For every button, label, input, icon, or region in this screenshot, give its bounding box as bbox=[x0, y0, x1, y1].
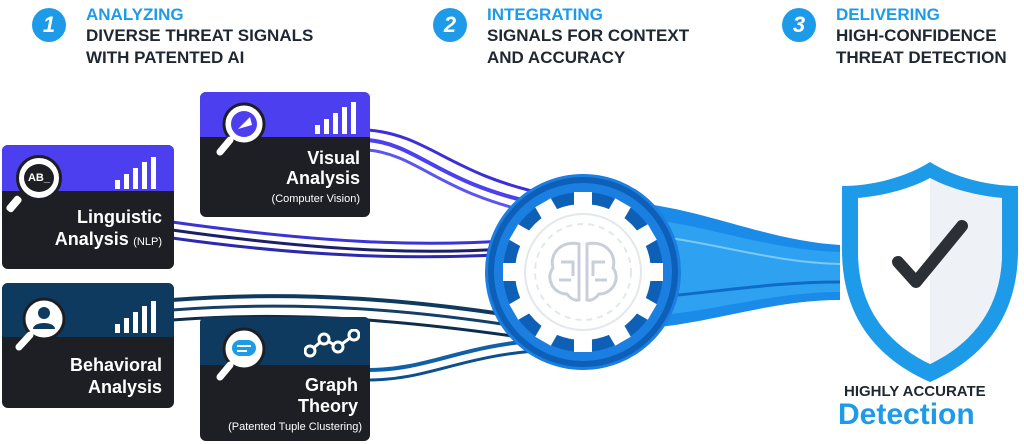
card-subtitle: (Patented Tuple Clustering) bbox=[228, 421, 362, 433]
person-magnifier-icon bbox=[15, 297, 66, 351]
brain-icon bbox=[548, 241, 618, 302]
step-line: SIGNALS FOR CONTEXT bbox=[487, 26, 690, 45]
magnifier-handle bbox=[5, 194, 23, 214]
gear-icon bbox=[485, 174, 681, 370]
card-title: Analysis bbox=[87, 377, 162, 397]
step-number-badge: 3 bbox=[782, 8, 816, 42]
card-title: Visual bbox=[307, 148, 360, 168]
linguistic-analysis-card: AB_ Linguistic Analysis (NLP) bbox=[2, 145, 174, 269]
step-heading: INTEGRATING bbox=[487, 5, 603, 24]
step-line: AND ACCURACY bbox=[487, 48, 626, 67]
graph-nodes-icon bbox=[304, 329, 360, 358]
step-number-badge: 2 bbox=[433, 8, 467, 42]
shield-icon bbox=[842, 162, 1018, 382]
signal-bars-icon bbox=[115, 157, 160, 189]
checkmark-icon bbox=[892, 220, 968, 288]
text-magnifier-icon: AB_ bbox=[16, 155, 62, 201]
step-number-badge: 1 bbox=[32, 8, 66, 42]
visual-analysis-card: Visual Analysis (Computer Vision) bbox=[200, 92, 370, 217]
step-line: DIVERSE THREAT SIGNALS bbox=[86, 26, 314, 45]
image-magnifier-icon bbox=[216, 102, 266, 156]
card-title: Analysis bbox=[54, 229, 129, 249]
card-subtitle: (NLP) bbox=[133, 236, 162, 248]
card-title: Analysis bbox=[285, 168, 360, 188]
step-heading: DELIVERING bbox=[836, 5, 940, 24]
card-subtitle: (Computer Vision) bbox=[271, 193, 360, 205]
chat-magnifier-icon bbox=[216, 327, 266, 381]
behavioral-analysis-card: Behavioral Analysis bbox=[2, 283, 174, 408]
step-line: HIGH-CONFIDENCE bbox=[836, 26, 997, 45]
card-title: Theory bbox=[297, 396, 358, 416]
detection-title: Detection bbox=[838, 398, 975, 431]
card-title: Behavioral bbox=[69, 355, 162, 375]
signal-bars-icon bbox=[115, 301, 160, 333]
card-title-row: Analysis (NLP) bbox=[55, 229, 162, 250]
graph-theory-card: Graph Theory (Patented Tuple Clustering) bbox=[200, 317, 370, 441]
detection-caption: HIGHLY ACCURATE bbox=[844, 383, 986, 400]
signal-bars-icon bbox=[315, 102, 360, 134]
card-title: Graph bbox=[304, 375, 358, 395]
linguistic-stream bbox=[171, 220, 541, 259]
card-title: Linguistic bbox=[77, 207, 162, 227]
step-line: WITH PATENTED AI bbox=[86, 48, 245, 67]
step-line: THREAT DETECTION bbox=[836, 48, 1007, 67]
step-heading: ANALYZING bbox=[86, 5, 184, 24]
